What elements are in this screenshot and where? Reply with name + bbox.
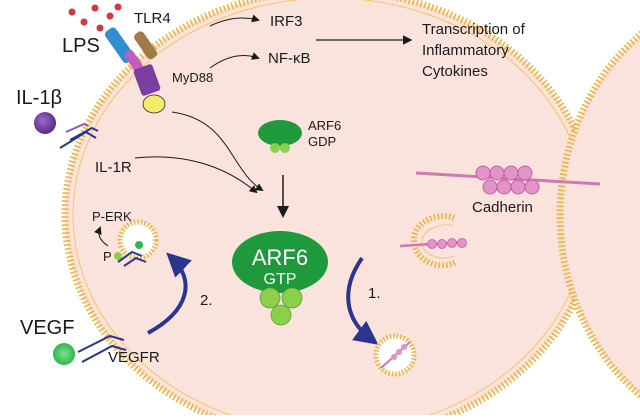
arf6-gdp-line1: ARF6 bbox=[308, 118, 341, 133]
il1b-label: IL-1β bbox=[16, 87, 62, 109]
vegf-ligand bbox=[53, 343, 75, 365]
tlr4-label: TLR4 bbox=[134, 10, 171, 27]
cadherin-junction bbox=[415, 165, 601, 195]
arrow-to-irf3 bbox=[209, 14, 260, 27]
il1r-label: IL-1R bbox=[95, 159, 132, 176]
arf6-gdp-line2: GDP bbox=[308, 134, 336, 149]
arrow-to-nfkb bbox=[209, 52, 260, 69]
tlr4-receptor bbox=[104, 27, 158, 72]
arf6-gtp-line1: ARF6 bbox=[252, 245, 308, 270]
arf6-gtp-complex bbox=[232, 231, 328, 326]
arrow-il1r-to-arf6 bbox=[134, 156, 258, 194]
vegfr-vesicle bbox=[114, 219, 159, 267]
step1-label: 1. bbox=[368, 285, 381, 302]
neighbor-cell bbox=[556, 30, 640, 400]
step2-label: 2. bbox=[200, 292, 213, 309]
perk-label: P-ERK bbox=[92, 209, 132, 224]
transcription-line2: Inflammatory bbox=[422, 42, 509, 59]
cadherin-label: Cadherin bbox=[472, 199, 533, 216]
cadherin-invagination bbox=[399, 213, 467, 269]
arrow-step1-endocytosis bbox=[346, 256, 379, 345]
arf6-gtp-line2: GTP bbox=[264, 271, 297, 288]
irf3-label: IRF3 bbox=[270, 13, 303, 30]
arrow-myd88-to-arf6 bbox=[171, 111, 264, 192]
il1r-receptor bbox=[59, 122, 99, 149]
vegfr-label: VEGFR bbox=[108, 349, 160, 366]
myd88-label: MyD88 bbox=[172, 70, 213, 85]
transcription-line3: Cytokines bbox=[422, 63, 488, 80]
myd88-adaptor bbox=[133, 64, 166, 114]
vegfr-receptor bbox=[77, 334, 127, 363]
nfkb-label: NF-κB bbox=[268, 50, 311, 67]
arrow-to-perk bbox=[94, 226, 109, 247]
arrow-step2-internalization bbox=[147, 252, 192, 335]
vegf-label: VEGF bbox=[20, 317, 74, 339]
cadherin-vesicle bbox=[373, 333, 417, 377]
phospho-label: P bbox=[103, 249, 112, 264]
il1b-ligand bbox=[34, 112, 56, 134]
transcription-line1: Transcription of bbox=[422, 21, 526, 38]
lps-label: LPS bbox=[62, 35, 100, 57]
arf6-gdp-complex bbox=[258, 120, 302, 153]
